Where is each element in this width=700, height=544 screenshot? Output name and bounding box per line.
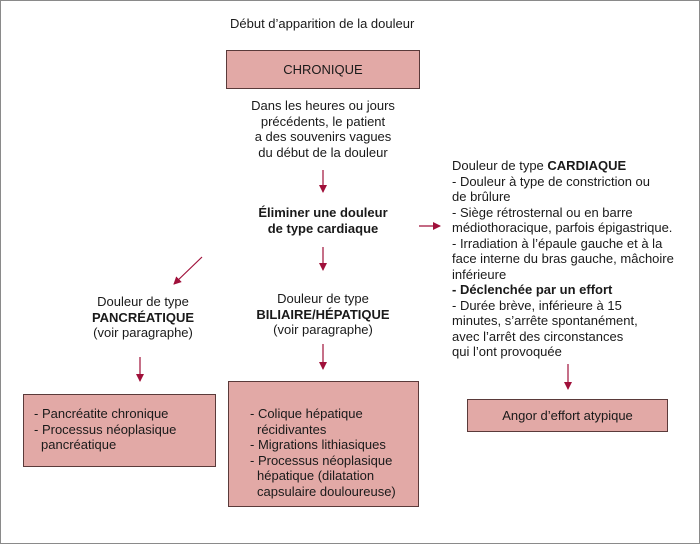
biliaire-line2: BILIAIRE/HÉPATIQUE (256, 306, 390, 322)
cardiaque-line: minutes, s’arrête spontanément, (452, 313, 638, 328)
cardiaque-line: face interne du bras gauche, mâchoire (452, 251, 674, 266)
souvenirs-text: Dans les heures ou jours précédents, le … (218, 98, 428, 160)
pancreatique-line2: PANCRÉATIQUE (91, 309, 195, 325)
biliaire-box: - Colique hépatique récidivantes - Migra… (228, 381, 419, 507)
cardiaque-title-bold: CARDIAQUE (547, 158, 627, 173)
souvenirs-line: du début de la douleur (258, 144, 388, 160)
cardiaque-line: médiothoracique, parfois épigastrique. (452, 220, 673, 235)
cardiaque-line: - Irradiation à l’épaule gauche et à la (452, 235, 663, 251)
souvenirs-line: précédents, le patient (260, 113, 386, 129)
cardiaque-line: - Siège rétrosternal ou en barre (452, 204, 633, 220)
souvenirs-line: Dans les heures ou jours (251, 98, 395, 113)
pancreatique-line3: (voir paragraphe) (93, 325, 193, 340)
biliaire-item: capsulaire douloureuse) (257, 483, 396, 499)
eliminer-line: de type cardiaque (267, 220, 379, 236)
biliaire-item: récidivantes (257, 421, 327, 437)
cardiaque-title: Douleur de type CARDIAQUE (452, 158, 692, 174)
arrow-to-pancreatique (173, 256, 203, 285)
cardiaque-bold-line: - Déclenchée par un effort (452, 282, 613, 297)
biliaire-item: - Colique hépatique (250, 406, 363, 421)
angor-label: Angor d’effort atypique (502, 407, 633, 423)
cardiaque-line: qui l’ont provoquée (452, 344, 562, 359)
biliaire-heading: Douleur de type BILIAIRE/HÉPATIQUE (voir… (228, 291, 418, 338)
eliminer-text: Éliminer une douleur de type cardiaque (228, 205, 418, 236)
biliaire-item: - Migrations lithiasiques (250, 437, 386, 452)
cardiaque-title-prefix: Douleur de type (452, 158, 548, 173)
cardiaque-line: - Douleur à type de constriction ou (452, 173, 650, 189)
cardiaque-line: avec l’arrêt des circonstances (452, 328, 624, 344)
angor-box: Angor d’effort atypique (467, 399, 668, 432)
pancreatique-item: - Pancréatite chronique (34, 406, 169, 421)
cardiaque-text: Douleur de type CARDIAQUE - Douleur à ty… (452, 158, 692, 360)
cardiaque-line: inférieure (452, 266, 507, 282)
biliaire-line1: Douleur de type (277, 291, 369, 306)
chronique-box: CHRONIQUE (226, 50, 420, 89)
pancreatique-item: - Processus néoplasique (34, 421, 177, 437)
cardiaque-line: de brûlure (452, 189, 511, 204)
biliaire-item: - Processus néoplasique (250, 452, 393, 468)
diagram-title: Début d’apparition de la douleur (230, 16, 415, 31)
pancreatique-line1: Douleur de type (97, 294, 189, 309)
biliaire-line3: (voir paragraphe) (273, 322, 373, 337)
cardiaque-line: - Durée brève, inférieure à 15 (452, 297, 622, 313)
pancreatique-heading: Douleur de type PANCRÉATIQUE (voir parag… (58, 294, 228, 341)
pancreatique-item: pancréatique (41, 437, 117, 452)
souvenirs-line: a des souvenirs vagues (254, 129, 392, 144)
eliminer-line: Éliminer une douleur (258, 205, 388, 220)
chronique-label: CHRONIQUE (283, 61, 363, 77)
pancreatique-box: - Pancréatite chronique - Processus néop… (23, 394, 216, 467)
biliaire-item: hépatique (dilatation (257, 468, 375, 483)
